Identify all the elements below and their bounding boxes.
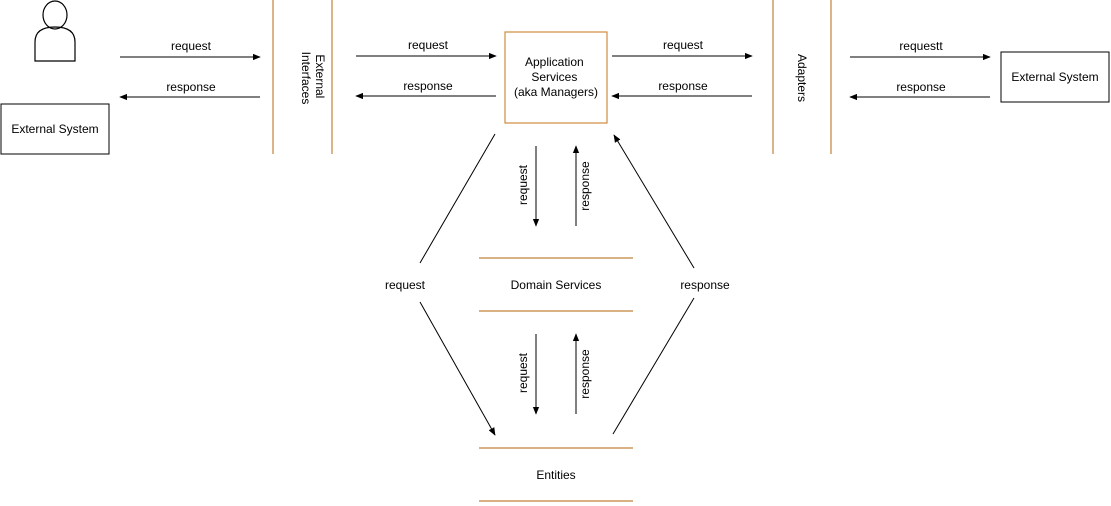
ent-request-arrow: request — [516, 334, 540, 415]
ent-response-arrow: response — [572, 333, 592, 414]
external-system-right-label: External System — [1011, 70, 1098, 84]
domain-services-label: Domain Services — [511, 278, 602, 292]
right-request-label: requestt — [899, 39, 943, 53]
app-request-label: request — [663, 38, 704, 52]
ei-response-label: response — [403, 79, 453, 93]
left-response-label: response — [166, 80, 216, 94]
external-interfaces-label: External Interfaces — [299, 52, 327, 105]
ds-request-arrow: request — [516, 146, 540, 227]
external-interfaces-line-2: Interfaces — [299, 52, 313, 105]
ei-response-arrow: response — [355, 79, 496, 100]
entities-layer: Entities — [479, 447, 633, 502]
external-system-right: External System — [1000, 51, 1110, 103]
diag-response-label: response — [680, 278, 730, 292]
ds-response-arrow: response — [572, 145, 592, 226]
ent-request-label: request — [516, 352, 530, 393]
diag-request-label: request — [385, 278, 426, 292]
entities-label: Entities — [536, 468, 575, 482]
ds-response-label: response — [578, 161, 592, 211]
external-system-left-label: External System — [11, 122, 98, 136]
diag-response-arrow: response — [612, 134, 730, 435]
right-request-arrow: requestt — [850, 39, 991, 61]
external-interfaces-line-1: External — [313, 54, 327, 98]
app-request-arrow: request — [612, 38, 753, 60]
left-response-arrow: response — [119, 80, 260, 101]
application-services-line-1: Application — [525, 55, 584, 69]
right-response-arrow: response — [849, 80, 990, 101]
app-response-label: response — [658, 79, 708, 93]
diag-request-arrow: request — [385, 133, 496, 436]
left-request-label: request — [171, 39, 212, 53]
adapters-layer: Adapters — [772, 0, 832, 154]
left-request-arrow: request — [120, 39, 261, 61]
application-services-label: Application Services (aka Managers) — [514, 55, 598, 99]
user-icon — [34, 0, 76, 62]
ei-request-arrow: request — [356, 38, 497, 60]
ent-response-label: response — [578, 349, 592, 399]
application-services-line-3: (aka Managers) — [514, 85, 598, 99]
ds-request-label: request — [516, 164, 530, 205]
adapters-label: Adapters — [795, 54, 809, 102]
ei-request-label: request — [408, 38, 449, 52]
external-interfaces-layer: External Interfaces — [272, 0, 333, 154]
application-services-line-2: Services — [531, 70, 577, 84]
app-response-arrow: response — [611, 79, 752, 100]
domain-services-layer: Domain Services — [479, 257, 633, 312]
application-services-box: Application Services (aka Managers) — [504, 31, 608, 124]
right-response-label: response — [896, 80, 946, 94]
external-system-left: External System — [0, 103, 110, 155]
